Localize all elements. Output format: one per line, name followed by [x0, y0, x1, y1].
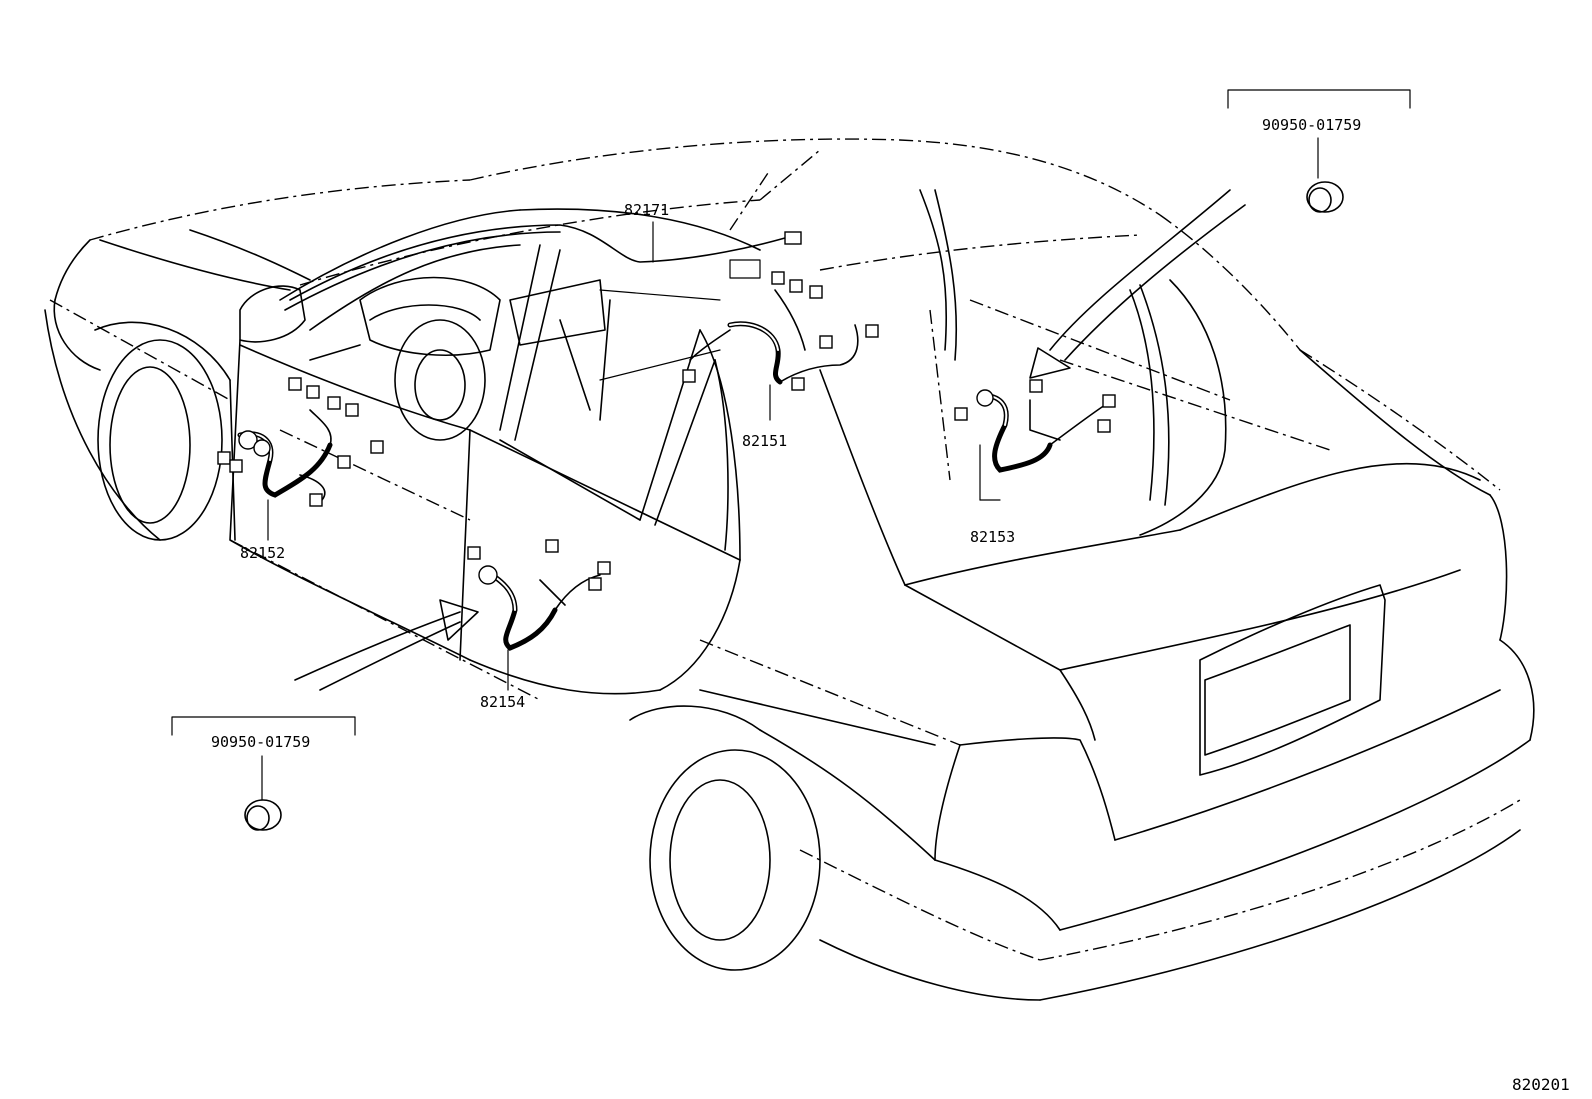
- label-82152: 82152: [240, 544, 285, 562]
- front-right-door-harness: 82151: [682, 271, 879, 450]
- front-left-door-harness: 82152: [217, 377, 384, 562]
- label-82153: 82153: [970, 528, 1015, 546]
- label-grommet-right: 90950-01759: [1262, 116, 1361, 134]
- rear-right-door-harness: 82153: [954, 379, 1116, 546]
- label-82154: 82154: [480, 693, 525, 711]
- label-grommet-left: 90950-01759: [211, 733, 310, 751]
- figure-code: 820201: [1512, 1075, 1570, 1094]
- label-82151: 82151: [742, 432, 787, 450]
- roof-harness: 82171: [284, 201, 802, 311]
- rear-left-door-harness: 82154: [467, 539, 611, 711]
- grommet-callout-left: 90950-01759: [171, 599, 479, 831]
- grommet-callout-right: 90950-01759: [1029, 89, 1411, 379]
- car-body: [44, 138, 1535, 1001]
- label-82171: 82171: [624, 201, 669, 219]
